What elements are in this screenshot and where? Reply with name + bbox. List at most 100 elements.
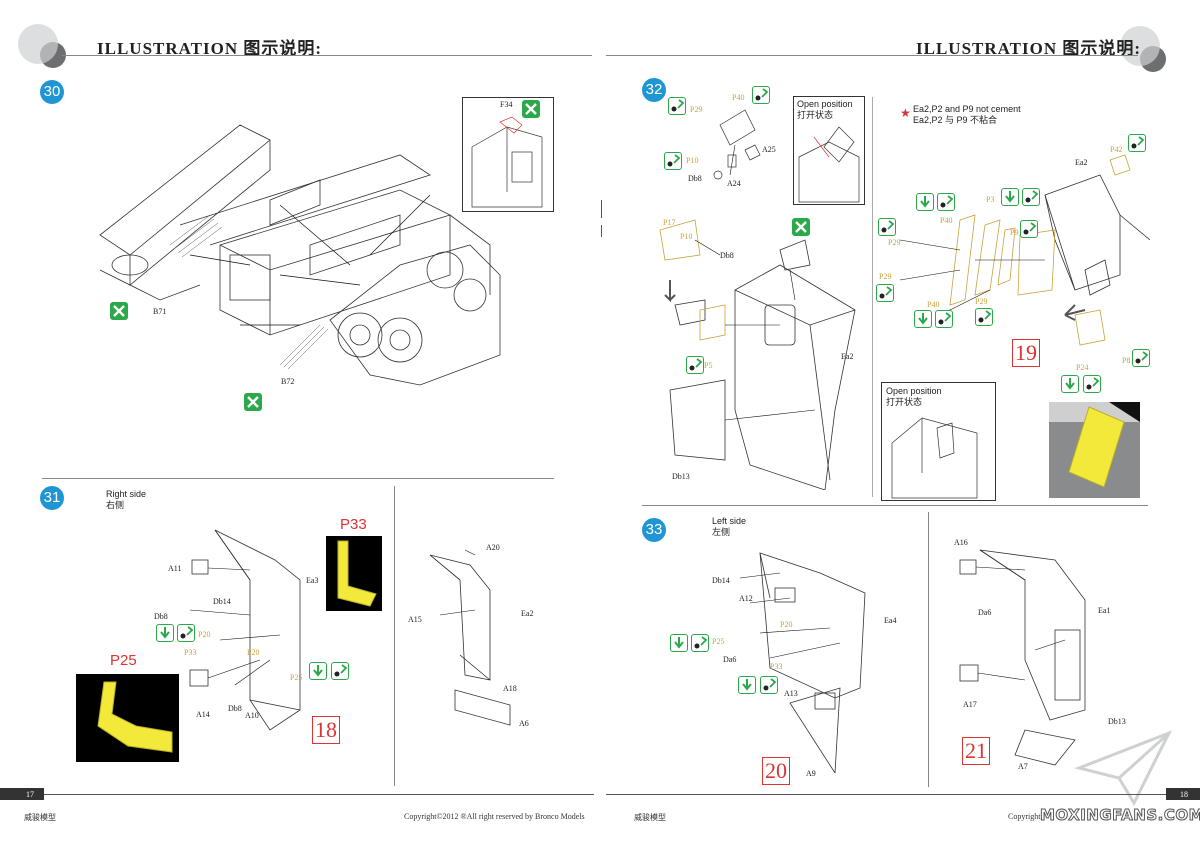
label-p29c: P29 [879,272,892,281]
label-p40b: P40 [940,216,953,225]
copyright: Copyright©2012 ®All right reserved by Br… [404,812,585,821]
label-a12: A12 [739,594,753,603]
footer-bar-right [1166,788,1200,800]
step-33-badge: 33 [642,518,666,542]
glue-icon [975,308,993,326]
not-cement-note-en: Ea2,P2 and P9 not cement [913,104,1021,114]
label-db14: Db14 [213,597,231,606]
label-ea1: Ea1 [1098,606,1111,615]
label-p9: P9 [1010,228,1019,237]
label-db13-33: Db13 [1108,717,1126,726]
open-position-box: Open position 打开状态 [793,96,865,205]
step-30-inset [462,97,554,212]
cement-icon [670,634,688,652]
glue-icon [691,634,709,652]
label-ea2: Ea2 [841,352,854,361]
open-position-en: Open position [797,99,853,109]
label-da6: Da6 [723,655,737,664]
glue-icon [1083,375,1101,393]
header-title-right: ILLUSTRATION 图示说明: [916,39,1142,58]
label-p40: P40 [732,93,745,102]
watermark-text: MOXINGFANS.COM [1039,806,1200,825]
photo-p25: P25 [76,652,179,762]
label-p25-33: P25 [712,637,725,646]
glue-icon [686,356,704,374]
label-p42: P42 [1110,145,1123,154]
step-31-badge: 31 [40,486,64,510]
glue-icon [752,86,770,104]
glue-icon [935,310,953,328]
page-number-left: 17 [26,790,34,799]
label-db8b: Db8 [720,251,734,260]
glue-icon [1020,220,1038,238]
cement-icon [309,662,327,680]
step-31-drawing [189,529,301,731]
label-ea4: Ea4 [884,616,897,625]
label-p29: P29 [690,105,703,114]
no-cement-icon [110,302,128,320]
no-cement-icon [522,100,540,118]
sub-assembly-21: 21 [962,737,990,765]
label-db8b: Db8 [228,704,242,713]
divider-vertical-31 [394,486,395,786]
step-30-badge: 30 [40,80,64,104]
glue-icon [664,152,682,170]
header-title-left: ILLUSTRATION 图示说明: [97,39,323,58]
label-f34: F34 [500,100,513,109]
header-rule-left [62,55,592,56]
glue-icon [1128,134,1146,152]
label-a16: A16 [954,538,968,547]
open-position-box-2: Open position 打开状态 [881,382,996,501]
label-p20-33: P20 [780,620,793,629]
label-p20b: P20 [247,648,260,657]
label-db14-33: Db14 [712,576,730,585]
glue-icon [177,624,195,642]
photo-p33: P33 [326,516,382,611]
label-p8: P8 [1122,356,1131,365]
label-a20: A20 [486,543,500,552]
step-33-drawing [739,552,866,773]
open-position-2-en: Open position [886,386,942,396]
label-a9: A9 [806,769,816,778]
footer-rule-right [606,794,1166,795]
photo-p25-part [97,681,173,753]
brand-left: 威骏模型 [24,813,56,822]
sub-assembly-20: 20 [762,757,790,785]
label-b71: B71 [153,307,167,316]
step-32-badge: 32 [642,78,666,102]
label-ea3: Ea3 [306,576,319,585]
no-cement-icon [244,393,262,411]
label-ea2: Ea2 [521,609,534,618]
label-a18: A18 [503,684,517,693]
label-p17: P17 [663,218,676,227]
label-a15: A15 [408,615,422,624]
divider-step-30-31 [42,478,554,479]
sub-assembly-19: 19 [1012,339,1040,367]
label-da6b: Da6 [978,608,992,617]
cement-icon [914,310,932,328]
step-30-drawing [99,124,501,386]
label-p20: P20 [198,630,211,639]
cement-icon [1001,188,1019,206]
photo-p25-label: P25 [110,652,137,669]
sub-assembly-18: 18 [312,716,340,744]
header-rule-right [606,55,1138,56]
label-p29b: P29 [888,238,901,247]
label-a13: A13 [784,689,798,698]
footer-rule-left [44,794,594,795]
open-position-2-cn: 打开状态 [886,397,923,407]
step-31-title-cn: 右侧 [106,500,125,510]
photo-p33-label: P33 [340,516,367,533]
label-b72: B72 [281,377,295,386]
footer-bar-left [0,788,44,800]
step-33-title-en: Left side [712,516,747,526]
step-33-drawing-b [959,549,1086,766]
label-p40c: P40 [927,300,940,309]
cement-icon [916,193,934,211]
label-p33: P33 [184,648,197,657]
page-number-right: 18 [1180,790,1188,799]
watermark-logo-icon [1074,730,1173,807]
step-32-drawing-right [899,154,1150,346]
divider-vertical-32 [872,97,873,497]
glue-icon [760,676,778,694]
